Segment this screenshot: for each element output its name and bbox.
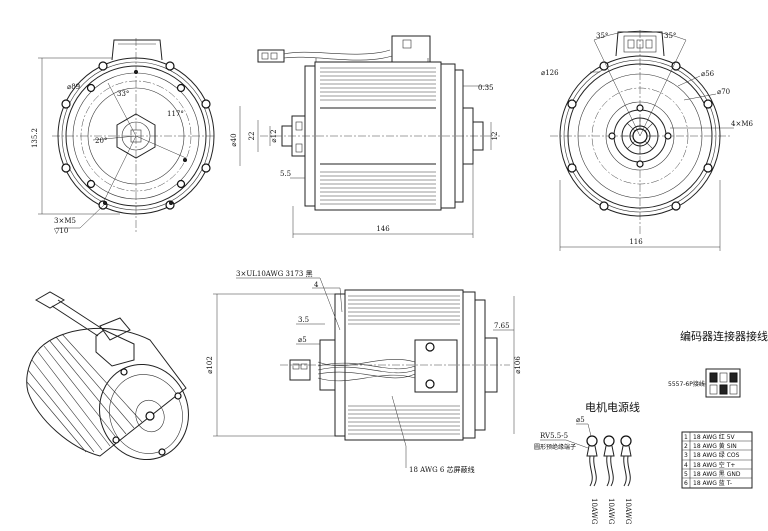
signal-cable-label: 18 AWG 6 芯屏蔽线: [409, 465, 475, 474]
side-length-146: 146: [376, 225, 390, 233]
front-angle-20: 20°: [95, 137, 107, 145]
pin-3-desc: 18 AWG 绿 COS: [693, 451, 740, 459]
dia-102-label: ⌀102: [206, 356, 214, 374]
pin-3-no: 3: [684, 452, 688, 459]
power-wire-3: [620, 435, 632, 487]
rear-dia-70: ⌀70: [717, 88, 730, 96]
front-flange-holes: [61, 61, 211, 210]
front-view: [38, 38, 215, 232]
pin-1-no: 1: [684, 434, 688, 441]
pin-4-no: 4: [684, 462, 688, 469]
isometric-view: [26, 291, 189, 461]
side-view-bottom: [213, 277, 515, 468]
side-top-fins: [320, 67, 436, 205]
pin-1-desc: 18 AWG 红 5V: [693, 433, 736, 441]
terminal-model: RV5.5-5: [540, 432, 568, 440]
cable-spec-label: 3×UL10AWG 3173 黑: [236, 270, 313, 278]
front-height-dim: 135.2: [31, 128, 39, 148]
front-angle-117: 117°: [167, 110, 184, 118]
front-holes-label: 3×M5: [54, 217, 76, 225]
power-wire-1: [586, 435, 598, 487]
power-wire-diagram: [540, 423, 632, 487]
pin-5-desc: 18 AWG 黑 GND: [693, 471, 741, 478]
power-wire-2: [603, 435, 615, 487]
rear-holes-4m6: 4×M6: [731, 120, 753, 128]
pin-2-desc: 18 AWG 黄 SIN: [693, 442, 737, 450]
side-view-top: [239, 35, 500, 238]
terminal-hole-dia: ⌀5: [576, 416, 585, 424]
dim-765-label: 7.65: [494, 322, 510, 330]
dim-35-label: 3.5: [298, 316, 309, 324]
rear-flange-holes: [567, 61, 713, 211]
iso-fins: [26, 333, 143, 453]
pin-table: [681, 431, 753, 489]
pin-2-no: 2: [684, 443, 688, 450]
front-depth-label: ▽10: [54, 227, 68, 235]
dim-5-label: ⌀5: [298, 336, 307, 344]
side-bottom-fins: [348, 295, 460, 435]
rear-dia-126: ⌀126: [541, 69, 559, 77]
rear-width-116: 116: [629, 238, 643, 246]
dim-4-label: 4: [314, 281, 319, 289]
side-dia-40: ⌀40: [230, 133, 238, 146]
power-wire-title: 电机电源线: [585, 400, 640, 414]
pin-6-no: 6: [684, 480, 688, 487]
pin-5-no: 5: [684, 471, 688, 478]
rear-angle-right: 35°: [664, 32, 676, 40]
side-dim-12: ⌀12: [270, 129, 278, 142]
side-dim-22: 22: [248, 132, 256, 141]
side-dim-035: 0.35: [478, 84, 494, 92]
rear-view: [550, 30, 734, 251]
terminal-desc: 圆形预绝缘端子: [534, 443, 576, 451]
wire-gauge-2: 10AWG: [607, 498, 615, 525]
pin-6-desc: 18 AWG 蓝 T-: [693, 479, 732, 487]
encoder-title: 编码器连接器接线: [680, 329, 768, 343]
wire-gauge-1: 10AWG: [590, 498, 598, 525]
rear-angle-left: 35°: [596, 32, 608, 40]
front-dia-89: ⌀89: [67, 83, 80, 91]
encoder-connector: [696, 368, 741, 398]
dia-106-label: ⌀106: [514, 356, 522, 374]
side-dim-55: 5.5: [280, 170, 291, 178]
rear-dia-56: ⌀56: [701, 70, 715, 78]
wire-gauge-3: 10AWG: [624, 498, 632, 525]
front-angle-33: 33°: [117, 90, 129, 98]
connector-label: 5557-6P接线: [668, 380, 705, 388]
pin-4-desc: 18 AWG 空 T+: [693, 461, 735, 469]
side-dim-12b: 12: [491, 132, 499, 141]
